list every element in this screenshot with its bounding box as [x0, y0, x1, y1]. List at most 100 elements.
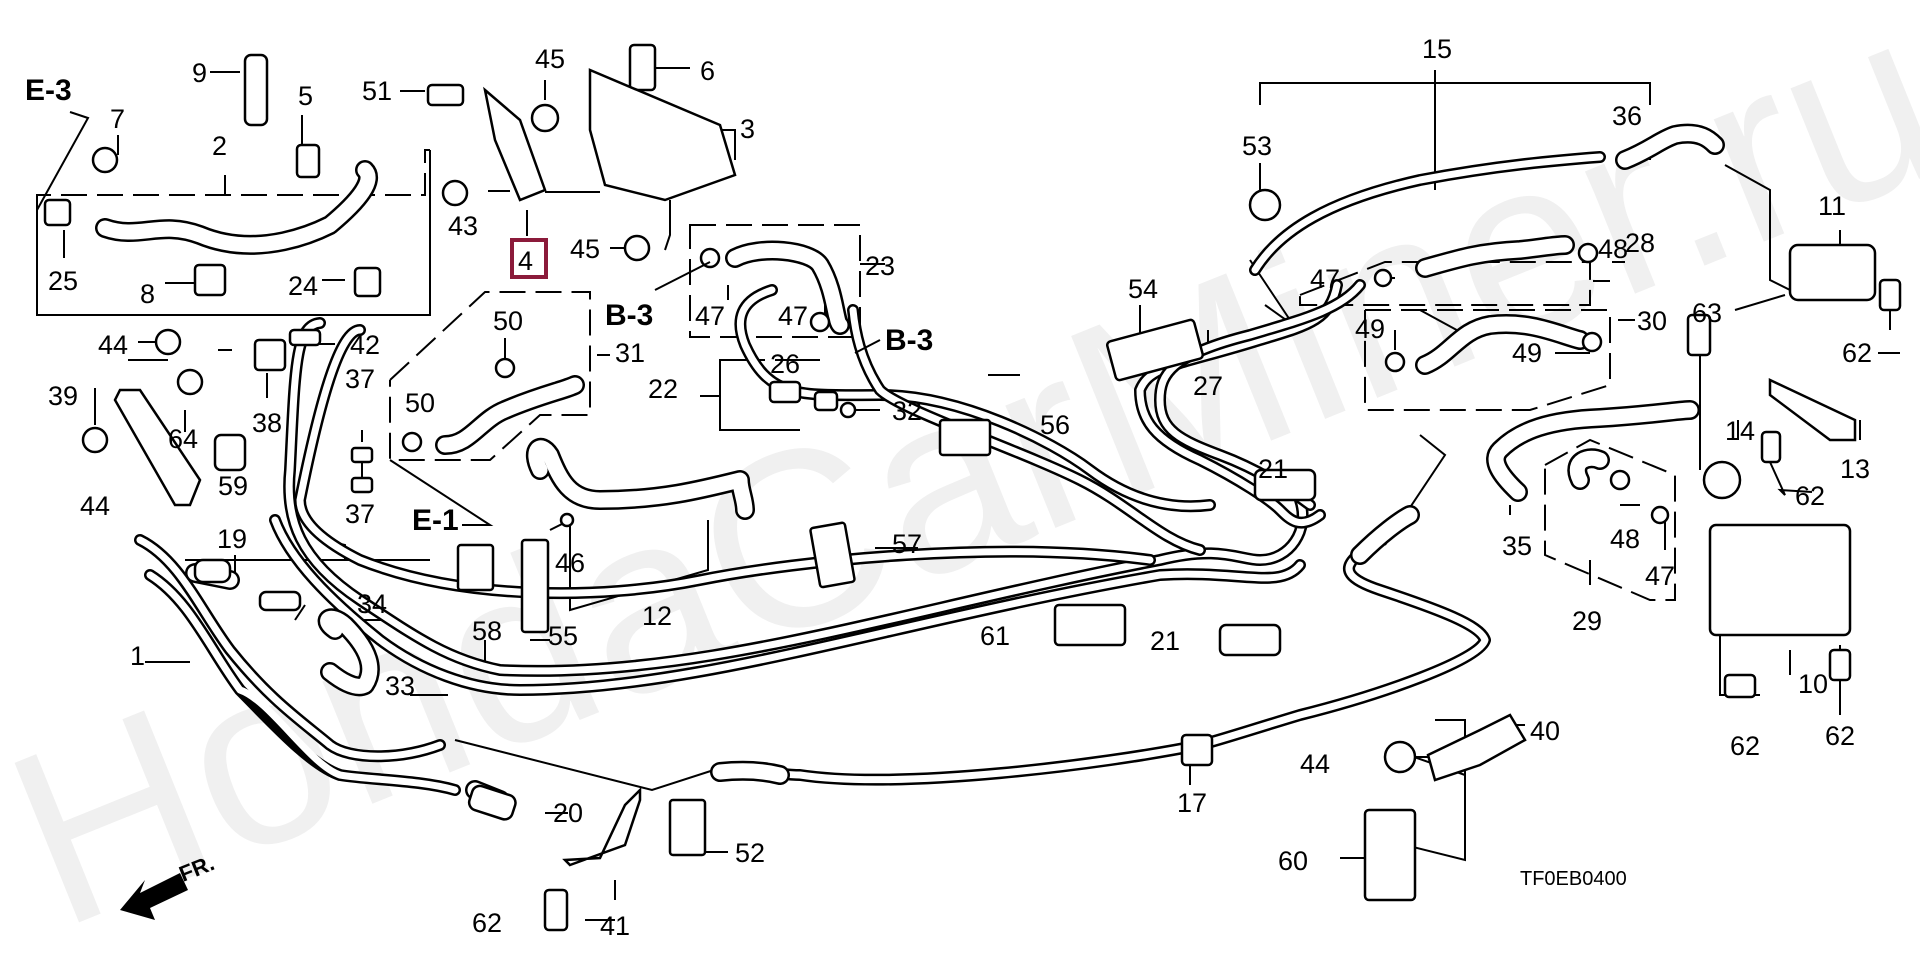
callout-c36[interactable]: 36 [1612, 101, 1642, 131]
part-21-clip-b [1218, 623, 1282, 657]
callout-c46[interactable]: 46 [555, 548, 585, 578]
callout-c22[interactable]: 22 [648, 374, 678, 404]
callout-c61[interactable]: 61 [980, 621, 1010, 651]
group-box-23 [689, 224, 861, 338]
part-19-hose [193, 558, 232, 584]
callout-c20[interactable]: 20 [553, 798, 583, 828]
callout-c54[interactable]: 54 [1128, 274, 1158, 304]
callout-c47b[interactable]: 47 [778, 301, 808, 331]
callout-c26[interactable]: 26 [770, 349, 800, 379]
callout-c45b[interactable]: 45 [570, 234, 600, 264]
callout-c58[interactable]: 58 [472, 616, 502, 646]
callout-c35[interactable]: 35 [1502, 531, 1532, 561]
callout-c28[interactable]: 28 [1625, 228, 1655, 258]
callout-c45a[interactable]: 45 [535, 44, 565, 74]
callout-c48a[interactable]: 48 [1598, 234, 1628, 264]
part-50-clip-a [494, 357, 516, 379]
callout-c44c[interactable]: 44 [1300, 749, 1330, 779]
callout-c10[interactable]: 10 [1798, 669, 1828, 699]
callout-c42[interactable]: 42 [350, 330, 380, 360]
part-14-valve [1702, 460, 1742, 500]
callout-c47d[interactable]: 47 [1645, 561, 1675, 591]
callout-c38[interactable]: 38 [252, 408, 282, 438]
callout-c14[interactable]: 14 [1725, 416, 1755, 446]
callout-c49b[interactable]: 49 [1512, 338, 1542, 368]
callout-c23[interactable]: 23 [865, 251, 895, 281]
callout-c40[interactable]: 40 [1530, 716, 1560, 746]
callout-c52[interactable]: 52 [735, 838, 765, 868]
callout-c63[interactable]: 63 [1692, 298, 1722, 328]
callout-c12[interactable]: 12 [642, 601, 672, 631]
callout-c31[interactable]: 31 [615, 338, 645, 368]
callout-c29[interactable]: 29 [1572, 606, 1602, 636]
callout-c8[interactable]: 8 [140, 279, 155, 309]
part-57-clip [809, 521, 856, 589]
part-48-clip-b [1609, 469, 1631, 491]
callout-c59[interactable]: 59 [218, 471, 248, 501]
callout-c60[interactable]: 60 [1278, 846, 1308, 876]
callout-c37b[interactable]: 37 [345, 499, 375, 529]
part-37-clip-a [350, 446, 374, 464]
callout-c53[interactable]: 53 [1242, 131, 1272, 161]
callout-c34[interactable]: 34 [357, 589, 387, 619]
callout-c39[interactable]: 39 [48, 381, 78, 411]
part-62-bolt-c [1760, 430, 1782, 464]
section-ref-b3-left[interactable]: B-3 [605, 299, 653, 332]
part-25-clip [43, 198, 72, 227]
section-ref-e3[interactable]: E-3 [25, 74, 72, 107]
callout-c1[interactable]: 1 [130, 641, 145, 671]
callout-c51[interactable]: 51 [362, 76, 392, 106]
callout-c43[interactable]: 43 [448, 211, 478, 241]
callout-c62e[interactable]: 62 [1825, 721, 1855, 751]
part-58-clip [456, 543, 495, 592]
part-13-bracket [1768, 378, 1857, 442]
callout-c9[interactable]: 9 [192, 58, 207, 88]
callout-c13[interactable]: 13 [1840, 454, 1870, 484]
callout-c7[interactable]: 7 [110, 104, 125, 134]
callout-c55[interactable]: 55 [548, 621, 578, 651]
callout-c5[interactable]: 5 [298, 81, 313, 111]
group-box-30 [1364, 309, 1611, 411]
callout-c41[interactable]: 41 [600, 911, 630, 941]
callout-c15[interactable]: 15 [1422, 34, 1452, 64]
callout-c44a[interactable]: 44 [98, 330, 128, 360]
callout-c62b[interactable]: 62 [1842, 338, 1872, 368]
part-47-clip-d [1650, 505, 1670, 525]
part-44-nut-c [1383, 740, 1417, 774]
section-ref-b3-right[interactable]: B-3 [885, 324, 933, 357]
callout-c62d[interactable]: 62 [1730, 731, 1760, 761]
part-37-clip-b [350, 476, 374, 494]
callout-c47a[interactable]: 47 [695, 301, 725, 331]
callout-c2[interactable]: 2 [212, 131, 227, 161]
callout-c21a[interactable]: 21 [1258, 454, 1288, 484]
callout-c4[interactable]: 4 [518, 246, 533, 276]
callout-c62c[interactable]: 62 [1795, 481, 1825, 511]
callout-c11[interactable]: 11 [1818, 191, 1846, 221]
callout-c30[interactable]: 30 [1637, 306, 1667, 336]
callout-c50b[interactable]: 50 [405, 388, 435, 418]
part-47-clip-a [699, 247, 721, 269]
callout-c47c[interactable]: 47 [1310, 264, 1340, 294]
callout-c57[interactable]: 57 [892, 529, 922, 559]
callout-c50a[interactable]: 50 [493, 306, 523, 336]
callout-c6[interactable]: 6 [700, 56, 715, 86]
callout-c62a[interactable]: 62 [472, 908, 502, 938]
callout-c17[interactable]: 17 [1177, 788, 1207, 818]
parts [43, 43, 1902, 932]
callout-c25[interactable]: 25 [48, 266, 78, 296]
callout-c27[interactable]: 27 [1193, 371, 1223, 401]
callout-c24[interactable]: 24 [288, 271, 318, 301]
callout-c33[interactable]: 33 [385, 671, 415, 701]
callout-c19[interactable]: 19 [217, 524, 247, 554]
callout-c3[interactable]: 3 [740, 114, 755, 144]
callout-c49a[interactable]: 49 [1355, 314, 1385, 344]
callout-c56[interactable]: 56 [1040, 410, 1070, 440]
callout-c32[interactable]: 32 [892, 396, 922, 426]
callout-c44b[interactable]: 44 [80, 491, 110, 521]
callout-c64[interactable]: 64 [168, 424, 198, 454]
callout-c21b[interactable]: 21 [1150, 626, 1180, 656]
callout-c48b[interactable]: 48 [1610, 524, 1640, 554]
callout-c37a[interactable]: 37 [345, 364, 375, 394]
section-ref-e1[interactable]: E-1 [412, 504, 459, 537]
